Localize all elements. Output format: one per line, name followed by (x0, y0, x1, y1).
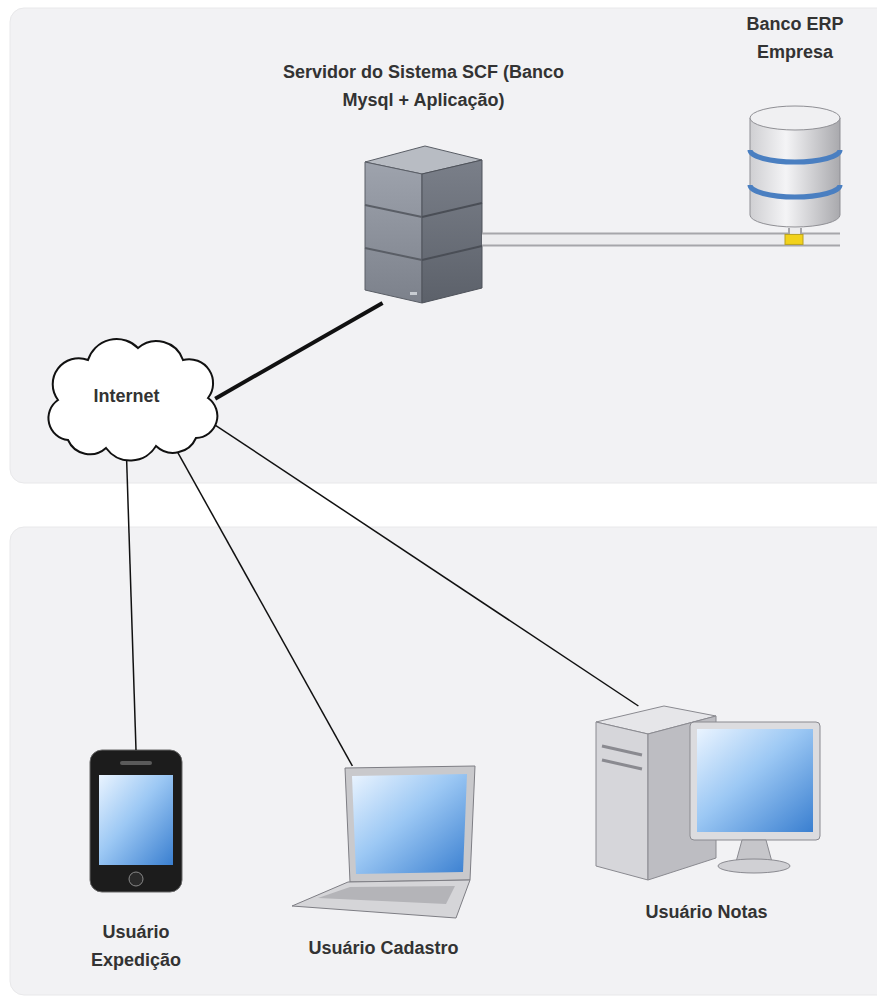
database-node: Banco ERP Empresa (747, 106, 843, 228)
laptop-user-node: Usuário Cadastro (292, 766, 475, 918)
node-inner: Internet (28, 330, 225, 462)
network-line-path (176, 449, 353, 766)
node-label: Usuário Notas (597, 898, 817, 926)
network-line (215, 425, 638, 706)
node-label: Usuário Expedição (71, 918, 201, 974)
cloud-path (48, 339, 217, 460)
network-line-path (215, 425, 638, 706)
desktop-icon (596, 706, 820, 880)
pipe-marker (785, 234, 803, 244)
server-node: Servidor do Sistema SCF (Banco Mysql + A… (365, 140, 482, 303)
network-line-path (127, 455, 137, 750)
node-label: Servidor do Sistema SCF (Banco Mysql + A… (274, 58, 574, 114)
cloud-node: Internet (28, 330, 225, 462)
panels (10, 8, 877, 995)
server-icon (365, 146, 482, 303)
network-line-path (215, 303, 382, 399)
pipe-connector (482, 228, 840, 244)
database-icon (750, 106, 840, 227)
node-label: Usuário Cadastro (274, 934, 494, 962)
network-line (127, 455, 137, 750)
network-line (176, 449, 353, 766)
network-line (215, 303, 382, 399)
phone-user-node: Usuário Expedição (90, 750, 182, 892)
node-label: Banco ERP Empresa (735, 10, 855, 66)
phone-icon (90, 750, 182, 892)
desktop-user-node: Usuário Notas (593, 706, 820, 880)
laptop-icon (292, 766, 475, 918)
node-label: Internet (93, 386, 159, 407)
